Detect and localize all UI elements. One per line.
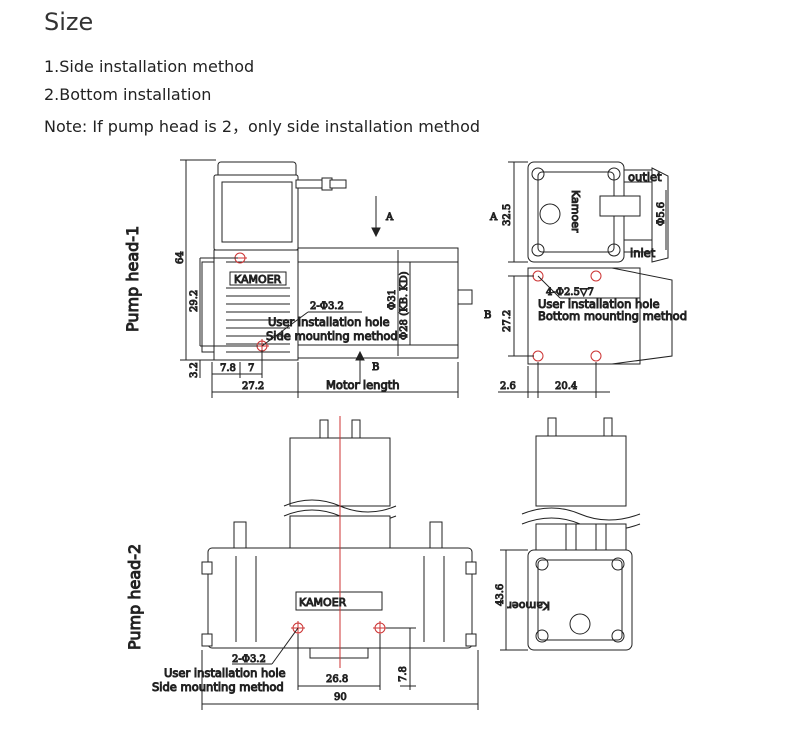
pump1-dim-7: 7 — [248, 363, 254, 374]
install-note: Note: If pump head is 2，only side instal… — [44, 117, 481, 136]
pump1-view-a: A — [489, 212, 498, 223]
pump1-dim-2-6: 2.6 — [500, 381, 516, 392]
pump2-dim-26-8: 26.8 — [326, 674, 348, 685]
pump2-brand-plate: KAMOER — [299, 596, 347, 609]
pump1-view-b: B — [484, 310, 491, 321]
install-method-2: 2.Bottom installation — [44, 85, 212, 104]
pump2-front-view — [201, 416, 479, 710]
pump1-motor-length: Motor length — [326, 378, 400, 392]
pump1-arrow-b: B — [372, 362, 379, 373]
pump1-dia-28: Φ28 (KB. KD) — [399, 271, 410, 340]
pump1-outlet-label: outlet — [628, 170, 662, 184]
pump2-dim-7-8: 7.8 — [398, 666, 409, 682]
pump2-dim-43-6: 43.6 — [495, 584, 506, 606]
pump1-dim-32-5: 32.5 — [502, 204, 513, 226]
pump2-side-label: Pump head-2 — [125, 544, 144, 650]
page-title: Size — [44, 8, 94, 36]
pump2-hole-spec: 2-Φ3.2 — [232, 654, 266, 665]
pump1-dim-29-2: 29.2 — [189, 290, 200, 312]
pump2-dim-90: 90 — [334, 692, 347, 703]
pump1-user-hole: User installation hole — [268, 315, 390, 329]
pump1-dim-27-2: 27.2 — [242, 381, 264, 392]
pump2-side-view — [500, 417, 641, 651]
pump2-side-method: Side mounting method — [152, 680, 284, 694]
pump1-side-method: Side mounting method — [266, 329, 398, 343]
pump1-arrow-a: A — [385, 212, 394, 223]
pump1-dim-3-2: 3.2 — [189, 362, 200, 378]
pump1-dim-7-8: 7.8 — [220, 363, 236, 374]
pump1-side-view — [498, 161, 673, 398]
pump1-front-view — [180, 159, 473, 398]
pump1-inlet-label: inlet — [630, 246, 656, 260]
pump1-logo: Kamoer — [569, 190, 582, 233]
pump1-bottom-method: Bottom mounting method — [538, 309, 687, 323]
pump2-logo: Kamoer — [507, 599, 550, 612]
pump1-hole-spec-b: 4-Φ2.5▽7 — [546, 287, 594, 298]
pump2-user-hole: User installation hole — [164, 666, 286, 680]
pump1-dia-31: Φ31 — [387, 289, 398, 310]
pump1-dia-5-6: Φ5.6 — [656, 202, 667, 226]
pump1-dim-20-4: 20.4 — [555, 381, 577, 392]
pump1-user-hole-b: User installation hole — [538, 297, 660, 311]
pump1-dim-64: 64 — [175, 251, 186, 264]
install-method-1: 1.Side installation method — [44, 57, 255, 76]
pump1-side-label: Pump head-1 — [123, 226, 142, 332]
pump1-hole-spec: 2-Φ3.2 — [310, 301, 344, 312]
pump1-brand-plate: KAMOER — [234, 273, 282, 286]
pump1-dim-27-2-b: 27.2 — [502, 310, 513, 332]
